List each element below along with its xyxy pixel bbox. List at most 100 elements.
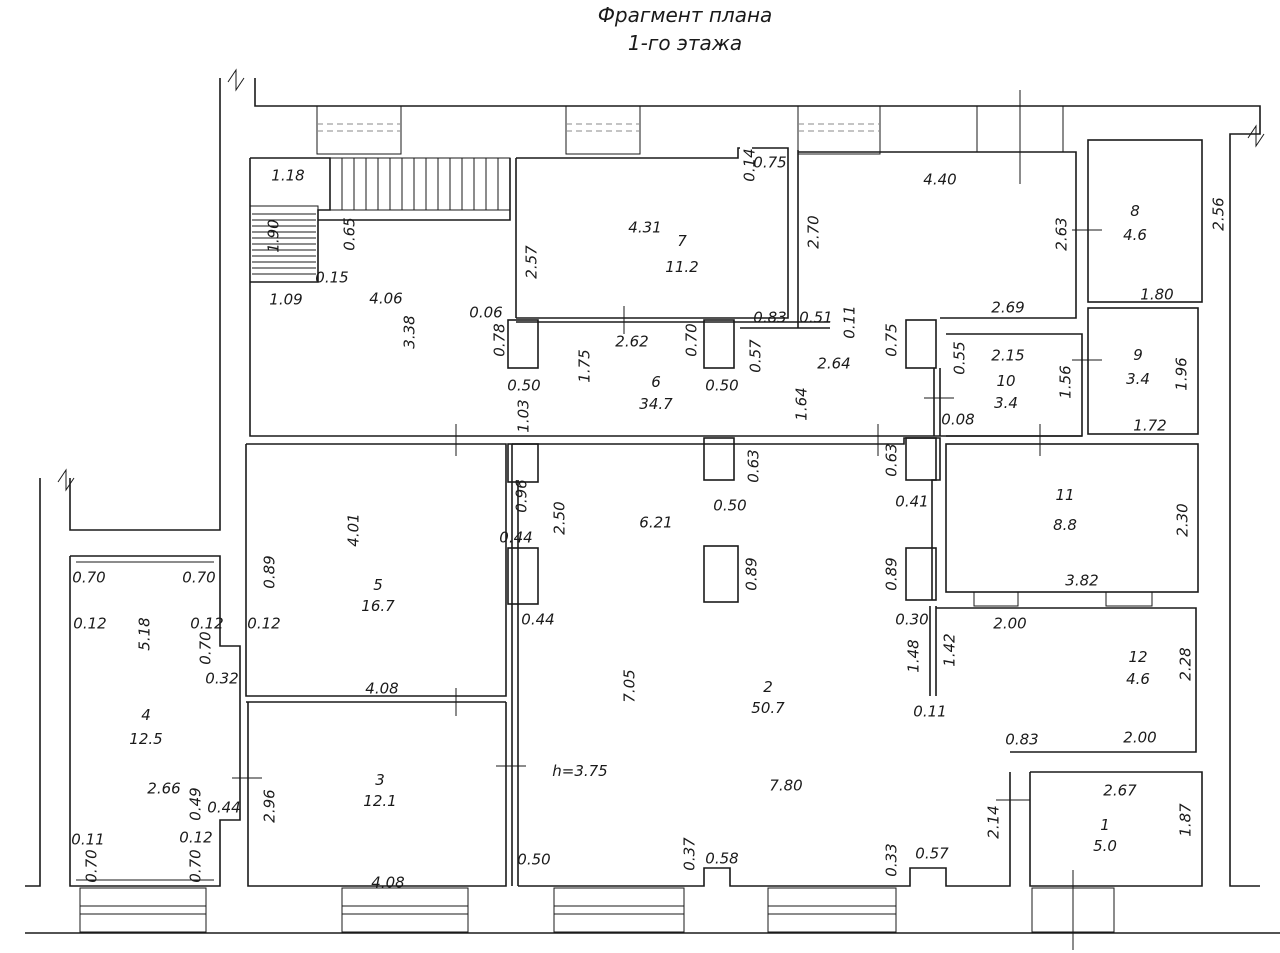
outer-walls — [25, 68, 1280, 950]
dimension-label: 1.64 — [793, 387, 811, 420]
dimension-label: 0.49 — [187, 787, 205, 820]
dimension-label: 0.41 — [895, 493, 928, 511]
dimension-label: 1.48 — [905, 639, 923, 672]
dimension-label: 0.83 — [1005, 731, 1038, 749]
dimension-label: 0.83 — [753, 309, 786, 327]
room-area-9: 3.4 — [1126, 370, 1150, 388]
dimension-label: 4.40 — [923, 171, 956, 189]
dimension-label: 2.66 — [147, 780, 180, 798]
room-area-6: 34.7 — [639, 395, 673, 413]
dimension-label: 0.75 — [753, 154, 786, 172]
dimension-label: 0.78 — [491, 323, 509, 356]
dimension-label: 0.63 — [745, 449, 763, 482]
dimension-label: 1.90 — [265, 219, 283, 252]
dimension-label: 0.70 — [182, 569, 215, 587]
dimension-label: 0.57 — [915, 845, 949, 863]
dimension-label: 0.44 — [207, 799, 240, 817]
dimension-label: 1.18 — [271, 167, 304, 185]
dimension-label: 0.70 — [83, 849, 101, 882]
dimension-label: 1.09 — [269, 291, 302, 309]
dimension-label: 2.50 — [551, 501, 569, 534]
dimension-label: 0.12 — [179, 829, 212, 847]
room-area-12: 4.6 — [1126, 670, 1150, 688]
dimension-label: 0.08 — [941, 411, 974, 429]
dimension-label: 1.56 — [1057, 365, 1075, 398]
dimension-label: 0.65 — [341, 217, 359, 250]
room-number-5: 5 — [373, 576, 383, 594]
dimension-label: 0.89 — [261, 555, 279, 588]
dimension-label: 1.42 — [941, 633, 959, 666]
dimension-label: 0.44 — [521, 611, 554, 629]
dimension-label: 0.50 — [713, 497, 746, 515]
dimension-label: 0.63 — [883, 443, 901, 476]
dimension-label: 0.33 — [883, 843, 901, 876]
room-area-11: 8.8 — [1053, 516, 1077, 534]
dimension-label: 2.64 — [817, 355, 850, 373]
dimension-label: 0.44 — [499, 529, 532, 547]
dimension-label: 2.57 — [523, 245, 541, 279]
room-number-2: 2 — [763, 678, 773, 696]
dimension-label: 2.00 — [1123, 729, 1156, 747]
dimension-label: 3.82 — [1065, 572, 1098, 590]
dimension-label: 2.56 — [1210, 197, 1228, 230]
dimension-label: 0.14 — [741, 148, 759, 181]
room-area-3: 12.1 — [363, 792, 396, 810]
room-number-4: 4 — [141, 706, 151, 724]
room-number-6: 6 — [651, 373, 661, 391]
room-number-11: 11 — [1055, 486, 1074, 504]
dimension-label: 1.87 — [1177, 803, 1195, 837]
room-area-2: 50.7 — [751, 699, 785, 717]
dimension-label: 2.62 — [615, 333, 648, 351]
room-area-10: 3.4 — [994, 394, 1018, 412]
plan-title-line1: Фрагмент плана — [598, 3, 773, 27]
dimension-label: 0.37 — [681, 837, 699, 871]
dimension-label: 4.08 — [371, 874, 404, 892]
ceiling-height-label: h=3.75 — [552, 762, 607, 780]
dimension-label: 0.70 — [72, 569, 105, 587]
room-number-12: 12 — [1128, 648, 1147, 666]
dimension-label: 2.14 — [985, 805, 1003, 838]
dimension-label: 0.51 — [799, 309, 832, 327]
dimension-label: 0.89 — [883, 557, 901, 590]
dimension-label: 4.06 — [369, 290, 402, 308]
dimension-label: 2.00 — [993, 615, 1026, 633]
room-area-5: 16.7 — [361, 597, 395, 615]
dimension-label: 0.50 — [517, 851, 550, 869]
room-number-9: 9 — [1133, 346, 1143, 364]
dimension-label: 0.70 — [197, 631, 215, 664]
dimension-label: 3.38 — [401, 315, 419, 348]
room-number-1: 1 — [1100, 816, 1110, 834]
room-labels: 1 5.0 2 50.7 3 12.1 4 12.5 5 16.7 6 34.7… — [129, 202, 1150, 855]
dimension-label: 7.80 — [769, 777, 802, 795]
dimension-label: 4.01 — [345, 513, 363, 546]
dimension-label: 0.12 — [190, 615, 223, 633]
dimension-label: 0.75 — [883, 323, 901, 356]
dimension-label: 6.21 — [639, 514, 672, 532]
dimension-label: 2.67 — [1103, 782, 1137, 800]
room-area-4: 12.5 — [129, 730, 162, 748]
dimension-label: 2.15 — [991, 347, 1024, 365]
dimension-label: 2.28 — [1177, 647, 1195, 680]
dimension-label: 1.80 — [1140, 286, 1173, 304]
dimension-label: 0.12 — [247, 615, 280, 633]
dimension-label: 4.31 — [628, 219, 661, 237]
dimension-label: 2.63 — [1053, 217, 1071, 250]
dimension-label: 0.58 — [705, 850, 738, 868]
dimension-label: 0.32 — [205, 670, 238, 688]
dimension-label: 0.15 — [315, 269, 348, 287]
dimension-label: 0.50 — [507, 377, 540, 395]
room-area-8: 4.6 — [1123, 226, 1147, 244]
dimension-label: 0.30 — [895, 611, 928, 629]
dimension-label: 0.89 — [743, 557, 761, 590]
dimension-label: 0.12 — [73, 615, 106, 633]
dimension-label: 1.75 — [576, 349, 594, 382]
dimension-label: 5.18 — [136, 617, 154, 650]
dimension-label: 0.11 — [913, 703, 946, 721]
dimension-label: 2.96 — [261, 789, 279, 822]
dimension-label: 1.96 — [1173, 357, 1191, 390]
dimension-label: 0.55 — [951, 341, 969, 374]
dimension-label: 1.03 — [515, 399, 533, 432]
room-number-3: 3 — [375, 771, 385, 789]
room-number-8: 8 — [1130, 202, 1140, 220]
